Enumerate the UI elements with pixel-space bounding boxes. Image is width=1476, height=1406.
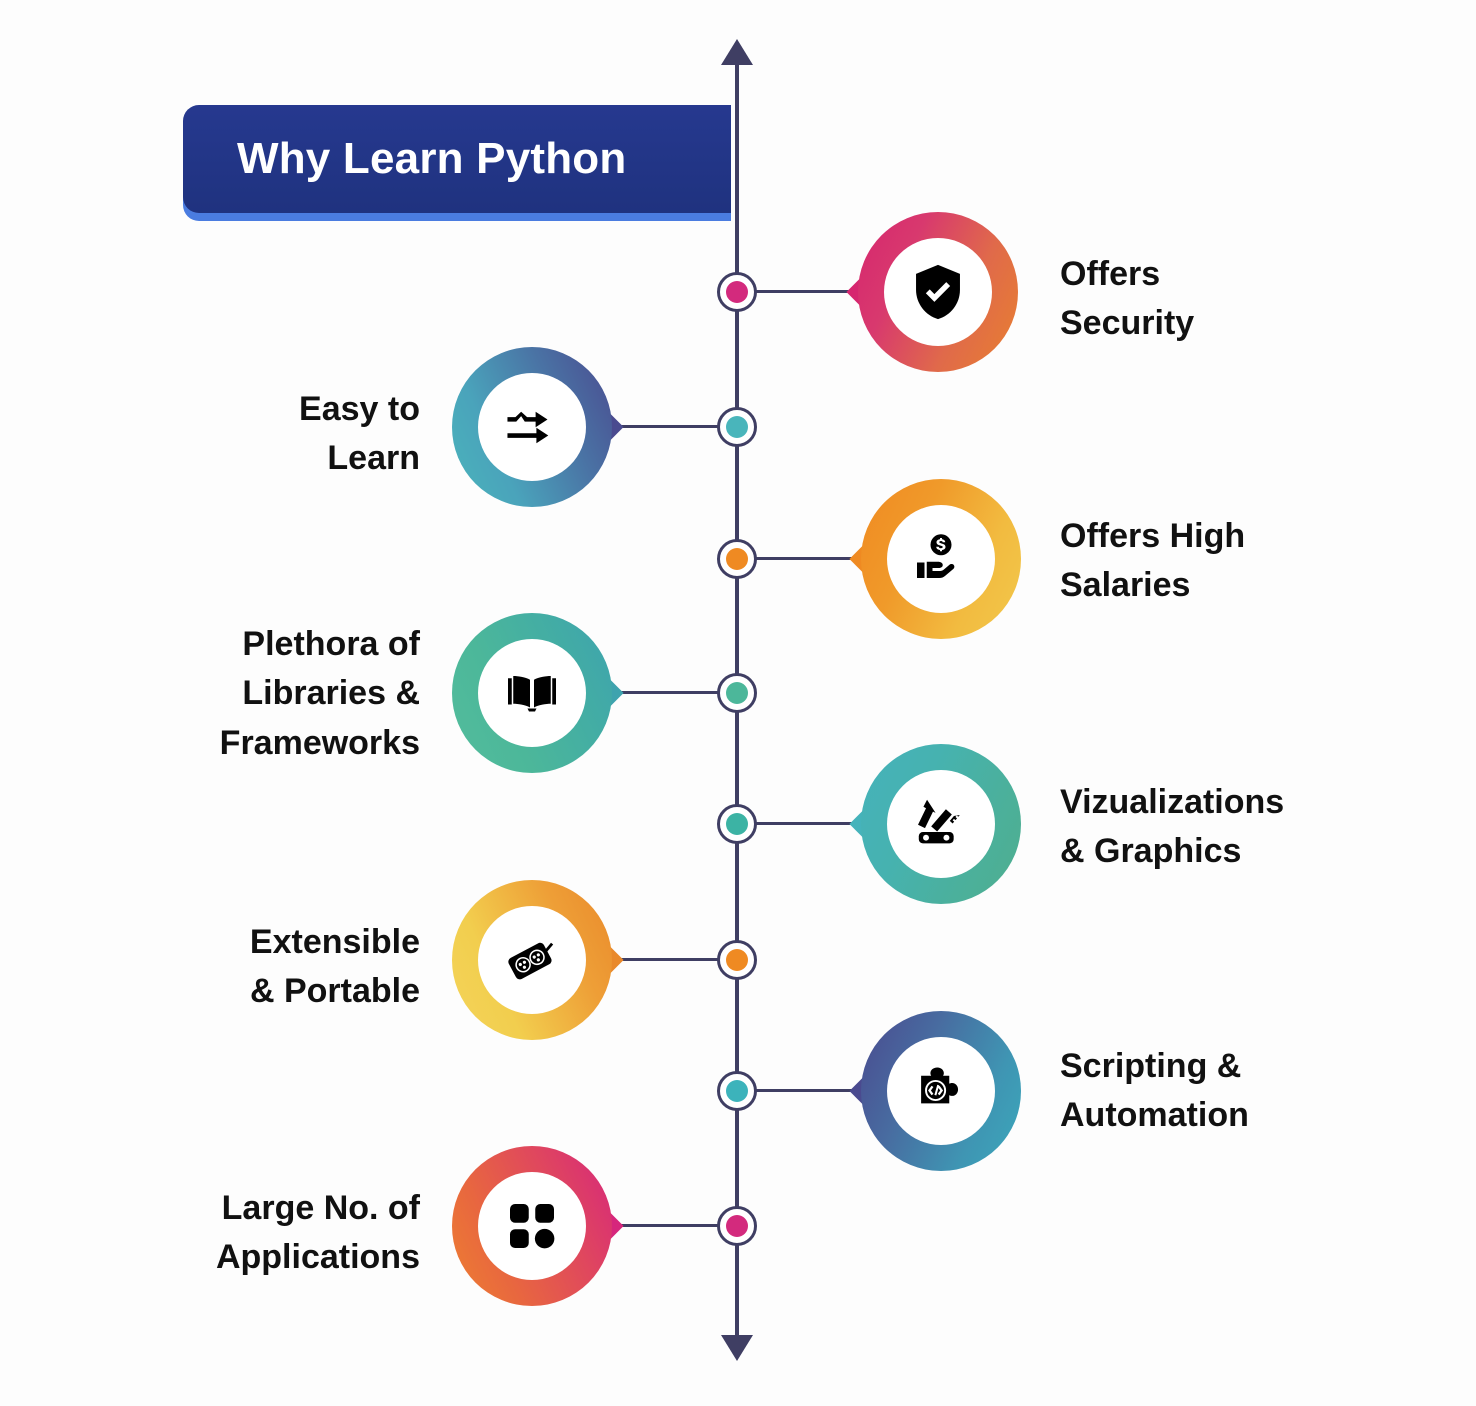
item-label-offers-security: Offers Security <box>1060 255 1195 343</box>
timeline-node-8[interactable] <box>717 1206 757 1246</box>
item-label-offers-high-salaries: Offers High Salaries <box>1060 517 1246 605</box>
item-label-scripting-automation: Scripting & Automation <box>1060 1047 1249 1135</box>
badge-offers-high-salaries[interactable] <box>849 479 1021 639</box>
timeline-node-7[interactable] <box>717 1071 757 1111</box>
connector-line-6 <box>616 958 726 961</box>
badge-disc-3 <box>887 505 995 613</box>
badge-offers-security[interactable] <box>846 212 1018 372</box>
badge-plethora-of-libraries[interactable] <box>452 613 624 773</box>
timeline-node-dot-7 <box>726 1080 748 1102</box>
timeline-node-dot-3 <box>726 548 748 570</box>
connector-line-4 <box>616 691 726 694</box>
open-book-icon <box>508 676 556 712</box>
power-socket-icon <box>508 942 554 980</box>
timeline-node-dot-2 <box>726 416 748 438</box>
connector-line-5 <box>748 822 863 825</box>
timeline-node-dot-1 <box>726 281 748 303</box>
badge-disc-1 <box>884 238 992 346</box>
item-label-easy-to-learn: Easy to Learn <box>299 390 420 478</box>
badge-disc-7 <box>887 1037 995 1145</box>
badge-vizualizations-graphics[interactable] <box>849 744 1021 904</box>
item-label-vizualizations-graphics: Vizualizations & Graphics <box>1060 783 1285 871</box>
item-label-plethora-of-libraries: Plethora of Libraries & Frameworks <box>219 625 420 762</box>
hand-coin-icon <box>917 534 955 578</box>
puzzle-code-icon <box>921 1067 959 1104</box>
connector-line-8 <box>616 1224 726 1227</box>
timeline-node-2[interactable] <box>717 407 757 447</box>
item-label-extensible-portable: Extensible & Portable <box>249 923 420 1011</box>
item-label-large-no-of-applications: Large No. of Applications <box>215 1189 420 1277</box>
page-title: Why Learn Python <box>237 134 627 183</box>
title-banner: Why Learn Python <box>183 105 731 213</box>
timeline-node-dot-4 <box>726 682 748 704</box>
timeline-node-4[interactable] <box>717 673 757 713</box>
timeline-node-5[interactable] <box>717 804 757 844</box>
badge-scripting-automation[interactable] <box>849 1011 1021 1171</box>
timeline-node-dot-8 <box>726 1215 748 1237</box>
badge-easy-to-learn[interactable] <box>452 347 624 507</box>
badge-large-no-of-applications[interactable] <box>452 1146 624 1306</box>
connector-line-2 <box>616 425 726 428</box>
timeline-node-dot-5 <box>726 813 748 835</box>
badge-disc-2 <box>478 373 586 481</box>
axis-arrow-down-icon <box>721 1335 753 1361</box>
timeline-node-1[interactable] <box>717 272 757 312</box>
app-grid-icon <box>510 1204 555 1249</box>
shuffle-arrows-icon <box>507 411 549 444</box>
connector-line-3 <box>748 557 863 560</box>
badge-disc-8 <box>478 1172 586 1280</box>
shield-check-icon <box>916 264 960 320</box>
timeline-node-6[interactable] <box>717 940 757 980</box>
badge-disc-6 <box>478 906 586 1014</box>
timeline-node-dot-6 <box>726 949 748 971</box>
connector-line-1 <box>748 290 858 293</box>
timeline-node-3[interactable] <box>717 539 757 579</box>
badge-extensible-portable[interactable] <box>452 880 624 1040</box>
connector-line-7 <box>748 1089 863 1092</box>
badge-disc-4 <box>478 639 586 747</box>
badge-disc-5 <box>887 770 995 878</box>
pencil-ruler-icon <box>918 799 960 844</box>
